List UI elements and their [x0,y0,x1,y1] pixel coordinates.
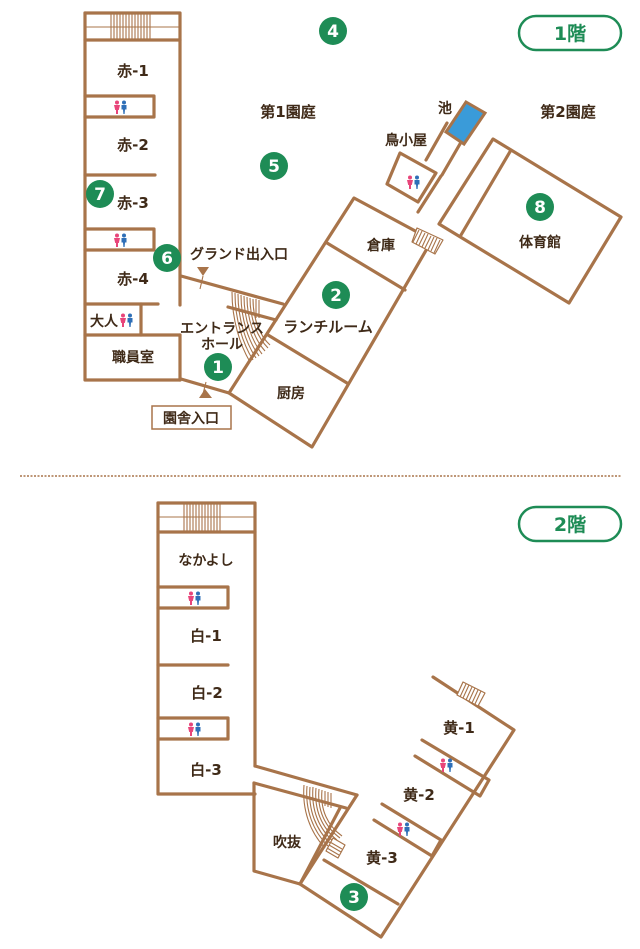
marker-3[interactable]: 3 [340,883,368,911]
stairs-icon [110,14,151,40]
room-gym: 体育館 [519,234,561,251]
room-shiro-3: 白-3 [190,761,222,779]
room-ki-2: 黄-2 [403,786,435,804]
marker-4[interactable]: 4 [319,17,347,45]
garden-2-label: 第2園庭 [540,103,596,121]
room-aka-4: 赤-4 [117,270,149,288]
room-lunch: ランチルーム [283,318,373,336]
pond-icon [443,99,488,147]
room-storage: 倉庫 [366,237,395,254]
room-shiro-2: 白-2 [191,684,223,702]
building-entrance-label: 園舎入口 [163,410,219,427]
restroom-icon [440,758,453,772]
marker-6[interactable]: 6 [153,244,181,272]
marker-5[interactable]: 5 [260,152,288,180]
floor-1-plan: 1階 [83,11,623,449]
svg-text:6: 6 [161,249,173,269]
stairs-icon [456,681,486,707]
room-shiro-1: 白-1 [190,627,222,645]
marker-8[interactable]: 8 [526,193,554,221]
room-kitchen: 厨房 [277,385,305,402]
marker-2[interactable]: 2 [322,281,350,309]
svg-text:3: 3 [348,888,360,908]
room-entrance-hall-line1: エントランス [180,321,264,337]
room-bird-house: 鳥小屋 [385,132,427,149]
svg-text:5: 5 [268,157,280,177]
marker-1[interactable]: 1 [204,353,232,381]
svg-text:4: 4 [327,22,339,42]
curved-stairs-icon [303,784,343,849]
left-wing-1f: 赤-1 赤-2 赤-3 赤-4 大人 職員室 [83,11,182,382]
room-ki-3: 黄-3 [366,849,398,867]
left-wing-2f: なかよし 白-1 白-2 白-3 [156,501,257,796]
floor-2-label: 2階 [554,514,586,536]
floor-2-plan: 2階 なかよし 白-1 白-2 白-3 [156,501,623,939]
room-atrium: 吹抜 [273,834,302,851]
stairs-icon [325,837,346,859]
bird-house-area: 池 鳥小屋 [385,99,488,214]
entrance-arrow-icon [199,389,212,398]
entrance-arrow-icon [197,267,209,276]
restroom-icon [114,100,127,114]
stairs-icon [183,504,221,532]
restroom-icon [407,175,420,189]
stairs-icon [411,227,444,255]
room-entrance-hall-line2: ホール [201,337,243,353]
svg-text:8: 8 [534,198,546,218]
svg-text:1: 1 [212,358,224,378]
marker-7[interactable]: 7 [86,180,114,208]
floor-1-label: 1階 [554,23,586,45]
ground-exit-label: グランド出入口 [190,246,288,263]
ground-exit[interactable]: グランド出入口 [190,246,288,290]
restroom-icon [120,313,133,327]
room-adult-restroom: 大人 [90,313,119,330]
gymnasium: 体育館 [437,137,623,305]
restroom-icon [114,233,127,247]
atrium-area: 吹抜 [252,764,359,886]
building-entrance[interactable]: 園舎入口 [151,381,232,430]
restroom-icon [188,722,201,736]
room-aka-2: 赤-2 [117,136,149,154]
room-staff: 職員室 [112,349,154,366]
svg-text:7: 7 [94,185,106,205]
main-diagonal-block: 倉庫 ランチルーム 厨房 [227,196,444,449]
room-aka-1: 赤-1 [117,62,149,80]
garden-1-label: 第1園庭 [260,103,316,121]
room-aka-3: 赤-3 [117,194,149,212]
svg-text:2: 2 [330,286,342,306]
room-ki-1: 黄-1 [443,719,475,737]
yellow-block: 黄-1 黄-2 黄-3 [298,675,516,939]
floor-1-badge[interactable]: 1階 [517,14,623,52]
floor-2-badge[interactable]: 2階 [517,505,623,543]
pond-label: 池 [438,100,452,117]
restroom-icon [188,591,201,605]
room-nakayoshi: なかよし [178,553,233,569]
